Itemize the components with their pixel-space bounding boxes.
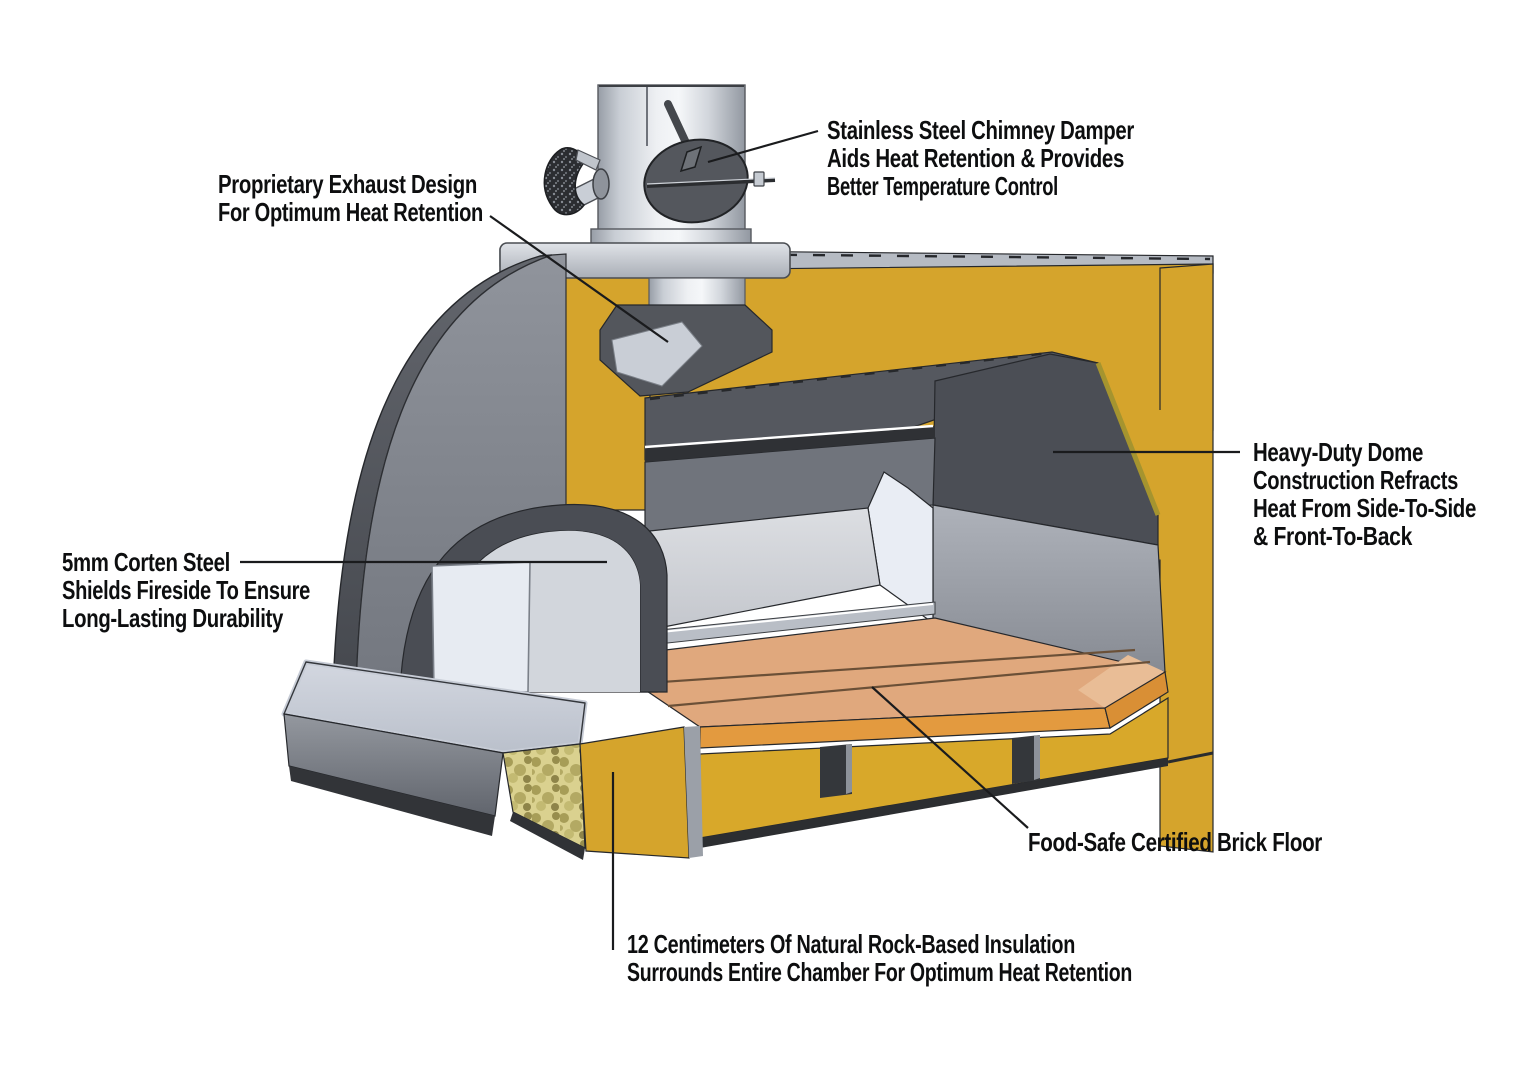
label-line: Heavy-Duty Dome [1253, 437, 1423, 467]
label-line: Stainless Steel Chimney Damper [827, 115, 1134, 145]
label-line: For Optimum Heat Retention [218, 197, 483, 227]
label-line: Long-Lasting Durability [62, 603, 284, 633]
label-brick-floor: Food-Safe Certified Brick Floor [1028, 827, 1323, 857]
label-line: 5mm Corten Steel [62, 547, 230, 577]
base-vent-notch [820, 744, 852, 798]
leader-lines [240, 129, 1240, 950]
chimney-damper [643, 100, 776, 224]
label-line: Food-Safe Certified Brick Floor [1028, 827, 1322, 857]
damper-handle [543, 147, 610, 216]
label-insulation: 12 Centimeters Of Natural Rock-Based Ins… [627, 929, 1132, 987]
leader-brick-floor [871, 686, 1029, 829]
oven-chamber [639, 424, 1166, 673]
label-line: Heat From Side-To-Side [1253, 493, 1476, 523]
label-line: Proprietary Exhaust Design [218, 169, 477, 199]
label-line: 12 Centimeters Of Natural Rock-Based Ins… [627, 929, 1075, 959]
bench-insulation-face [579, 726, 690, 859]
mouth-cut-panel [431, 561, 531, 693]
leader-chimney-damper [707, 129, 819, 164]
label-line: Better Temperature Control [827, 171, 1058, 201]
label-chimney-damper: Stainless Steel Chimney Damper Aids Heat… [827, 115, 1135, 201]
label-corten-steel: 5mm Corten Steel Shields Fireside To Ens… [62, 547, 310, 633]
label-exhaust-design: Proprietary Exhaust Design For Optimum H… [218, 169, 483, 227]
base-vent-notch [1012, 735, 1040, 784]
damper-lever [664, 100, 692, 151]
insulation-base [699, 696, 1214, 848]
label-line: Surrounds Entire Chamber For Optimum Hea… [627, 957, 1132, 987]
leader-exhaust-design [489, 215, 669, 343]
damper-disc [643, 138, 749, 224]
label-line: Shields Fireside To Ensure [62, 575, 310, 605]
chimney-collar [499, 242, 791, 279]
dome-interior-steel [644, 351, 1161, 546]
label-dome-construction: Heavy-Duty Dome Construction Refracts He… [1253, 437, 1476, 551]
label-line: Aids Heat Retention & Provides [827, 143, 1124, 173]
mouth-arch [399, 503, 668, 693]
front-bench [281, 659, 703, 860]
oven-dome [332, 253, 668, 693]
exhaust-funnel [599, 304, 773, 397]
label-line: Construction Refracts [1253, 465, 1458, 495]
label-line: & Front-To-Back [1253, 521, 1413, 551]
